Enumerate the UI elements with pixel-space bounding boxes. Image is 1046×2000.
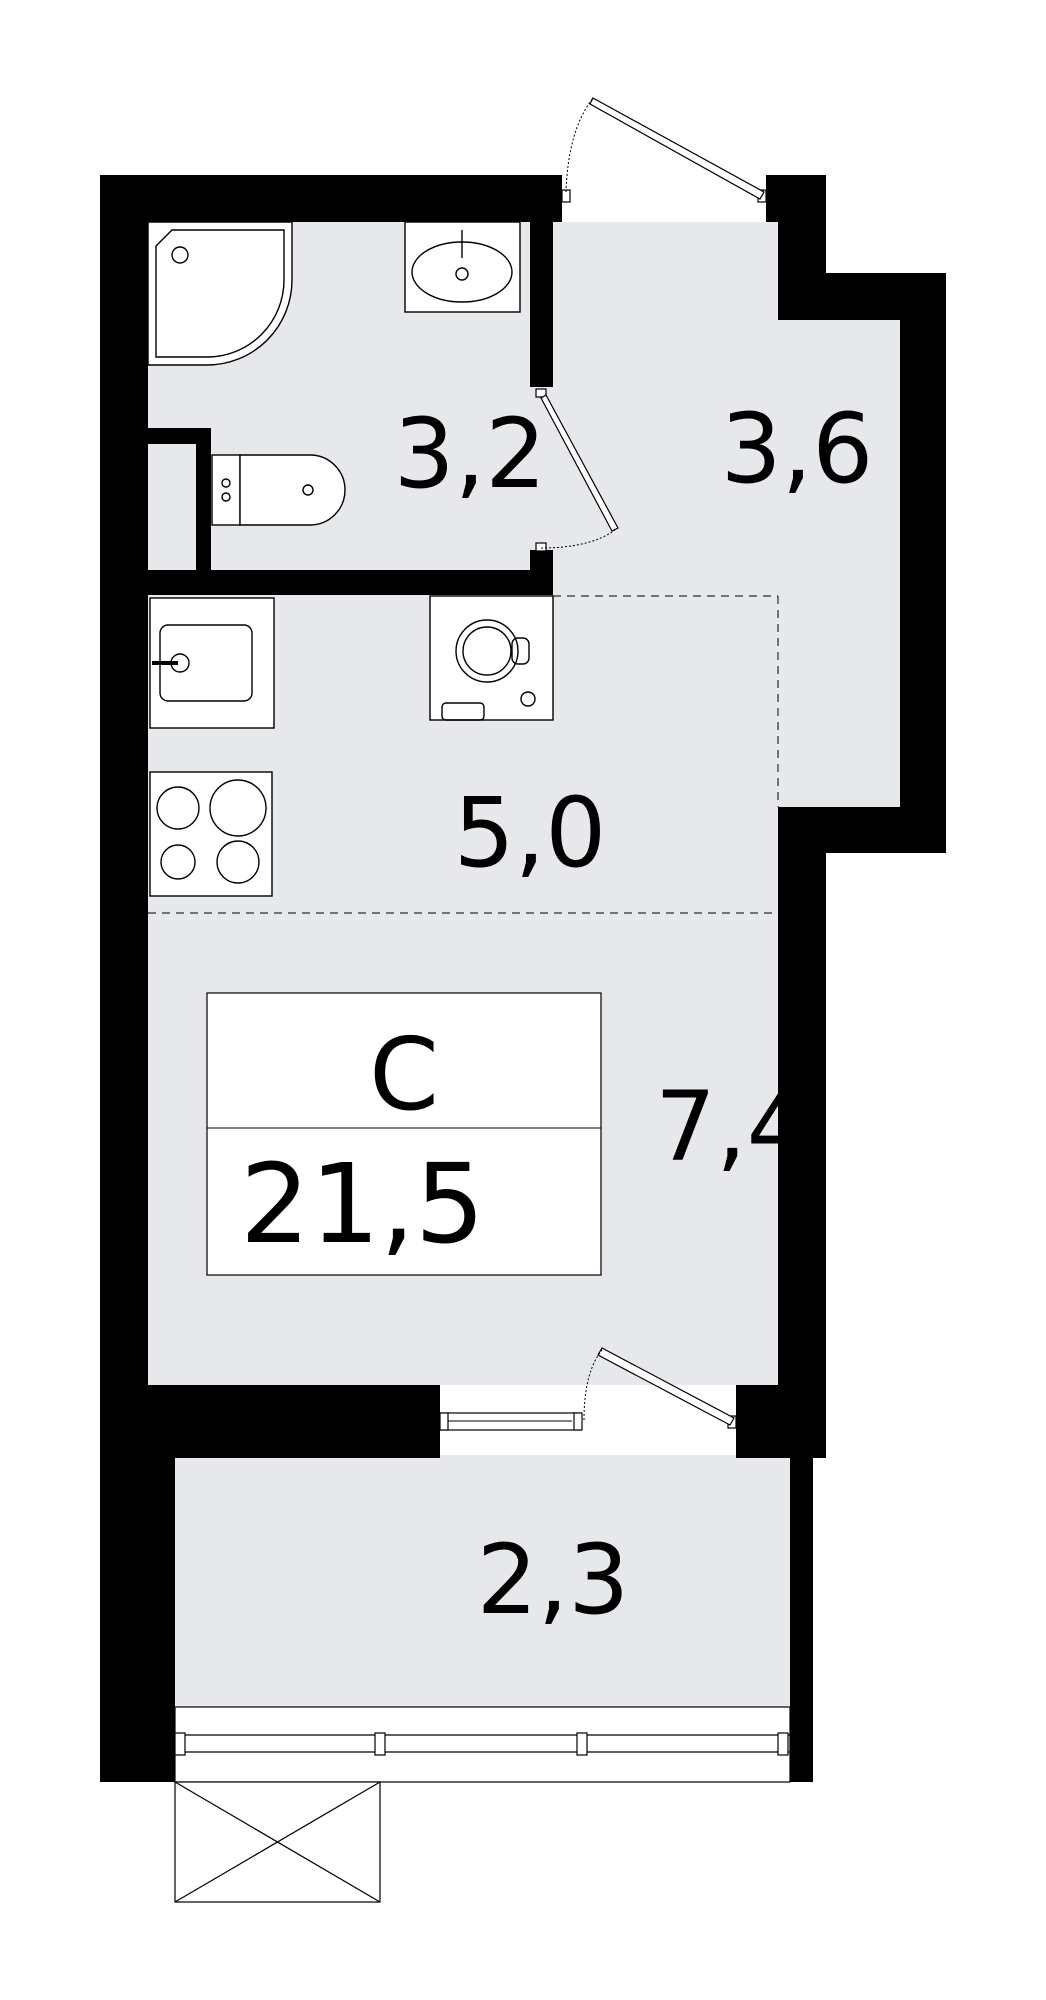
shower-drain-icon [171,246,189,264]
toilet-button-icon-top [221,478,231,488]
bathroom-door-hinge-bottom [535,542,547,552]
right-lower-wall-overlay [778,1070,826,1190]
washing-machine [429,595,554,721]
bathroom-door-hinge-top [535,388,547,398]
cooktop-burner-icon-2 [209,779,267,837]
cooktop [149,771,273,897]
shower-tray [155,229,285,358]
balcony-glazing-mullion-4 [777,1732,789,1756]
area-labels: 3,2 3,6 5,0 7,4 2,3 С 21,5 [240,393,873,1636]
cooktop-burner-icon-3 [160,844,196,880]
niche-top-wall [148,428,210,444]
niche-side-wall [196,428,211,573]
hallway-area-label: 3,6 [721,393,874,505]
balcony-door [439,1347,737,1431]
balcony-door-swing [583,1349,603,1421]
shower-outer [147,221,293,366]
cooktop-burner-icon-4 [216,840,260,884]
toilet-seat-hinge-icon [302,484,314,496]
bathroom-area-label: 3,2 [394,398,547,510]
room-bottom-wall-right [736,1385,826,1458]
balcony-vent-box [174,1781,381,1903]
balcony-glazing-frame [174,1706,791,1783]
toilet [211,454,346,526]
balcony-door-hinge-right [573,1412,583,1431]
balcony-right-wall [790,1455,813,1782]
walls [100,175,946,1782]
bathroom-partition-upper [530,222,553,387]
hallway-nook-floor [778,318,900,807]
bathroom-door [535,388,619,552]
shower [147,221,293,366]
balcony-floor [175,1455,790,1707]
bathroom-sink [404,221,521,313]
apartment-info-card [206,992,602,1276]
balcony-glazing-mullion-2 [374,1732,386,1756]
bathroom-sink-drain-icon [455,267,469,281]
balcony-vent-box-cross-2 [174,1781,381,1903]
kitchen-sink [149,597,275,729]
balcony-door-hinge-left [439,1412,449,1431]
washing-machine-body [429,595,554,721]
entrance-door-leaf [589,97,765,200]
toilet-bowl [239,454,346,526]
balcony-glazing-mullion-1 [174,1732,186,1756]
zone-dividers [148,595,779,914]
bathroom-bottom-wall [148,570,553,595]
balcony-glazing [174,1706,791,1783]
balcony-left-wall [100,1385,175,1782]
total-area-label: 21,5 [240,1140,485,1268]
toilet-button-icon-bottom [221,492,231,502]
balcony-door-leaf [597,1347,735,1426]
bathroom-door-swing [540,529,616,549]
kitchen-area-label: 5,0 [454,777,607,889]
top-wall [100,175,562,222]
entrance-door [561,97,767,203]
apartment-type-label: С [369,1016,439,1133]
entrance-door-swing [565,97,594,193]
balcony-area-label: 2,3 [477,1524,630,1636]
washing-machine-drum-outer [455,619,519,683]
cooktop-body [149,771,273,897]
washing-machine-handle-icon [511,637,530,665]
washing-machine-drawer-icon [441,702,485,721]
balcony-glazing-mullion-3 [576,1732,588,1756]
left-outer-wall [100,175,148,1385]
bathroom-door-leaf [540,394,619,532]
toilet-tank [211,454,241,526]
washing-machine-drum-inner [462,626,512,676]
apartment-info-card-frame [206,992,602,1276]
washing-machine-knob-icon [520,691,536,707]
cooktop-burner-icon-1 [156,786,200,830]
nook-right-wall [900,273,946,853]
